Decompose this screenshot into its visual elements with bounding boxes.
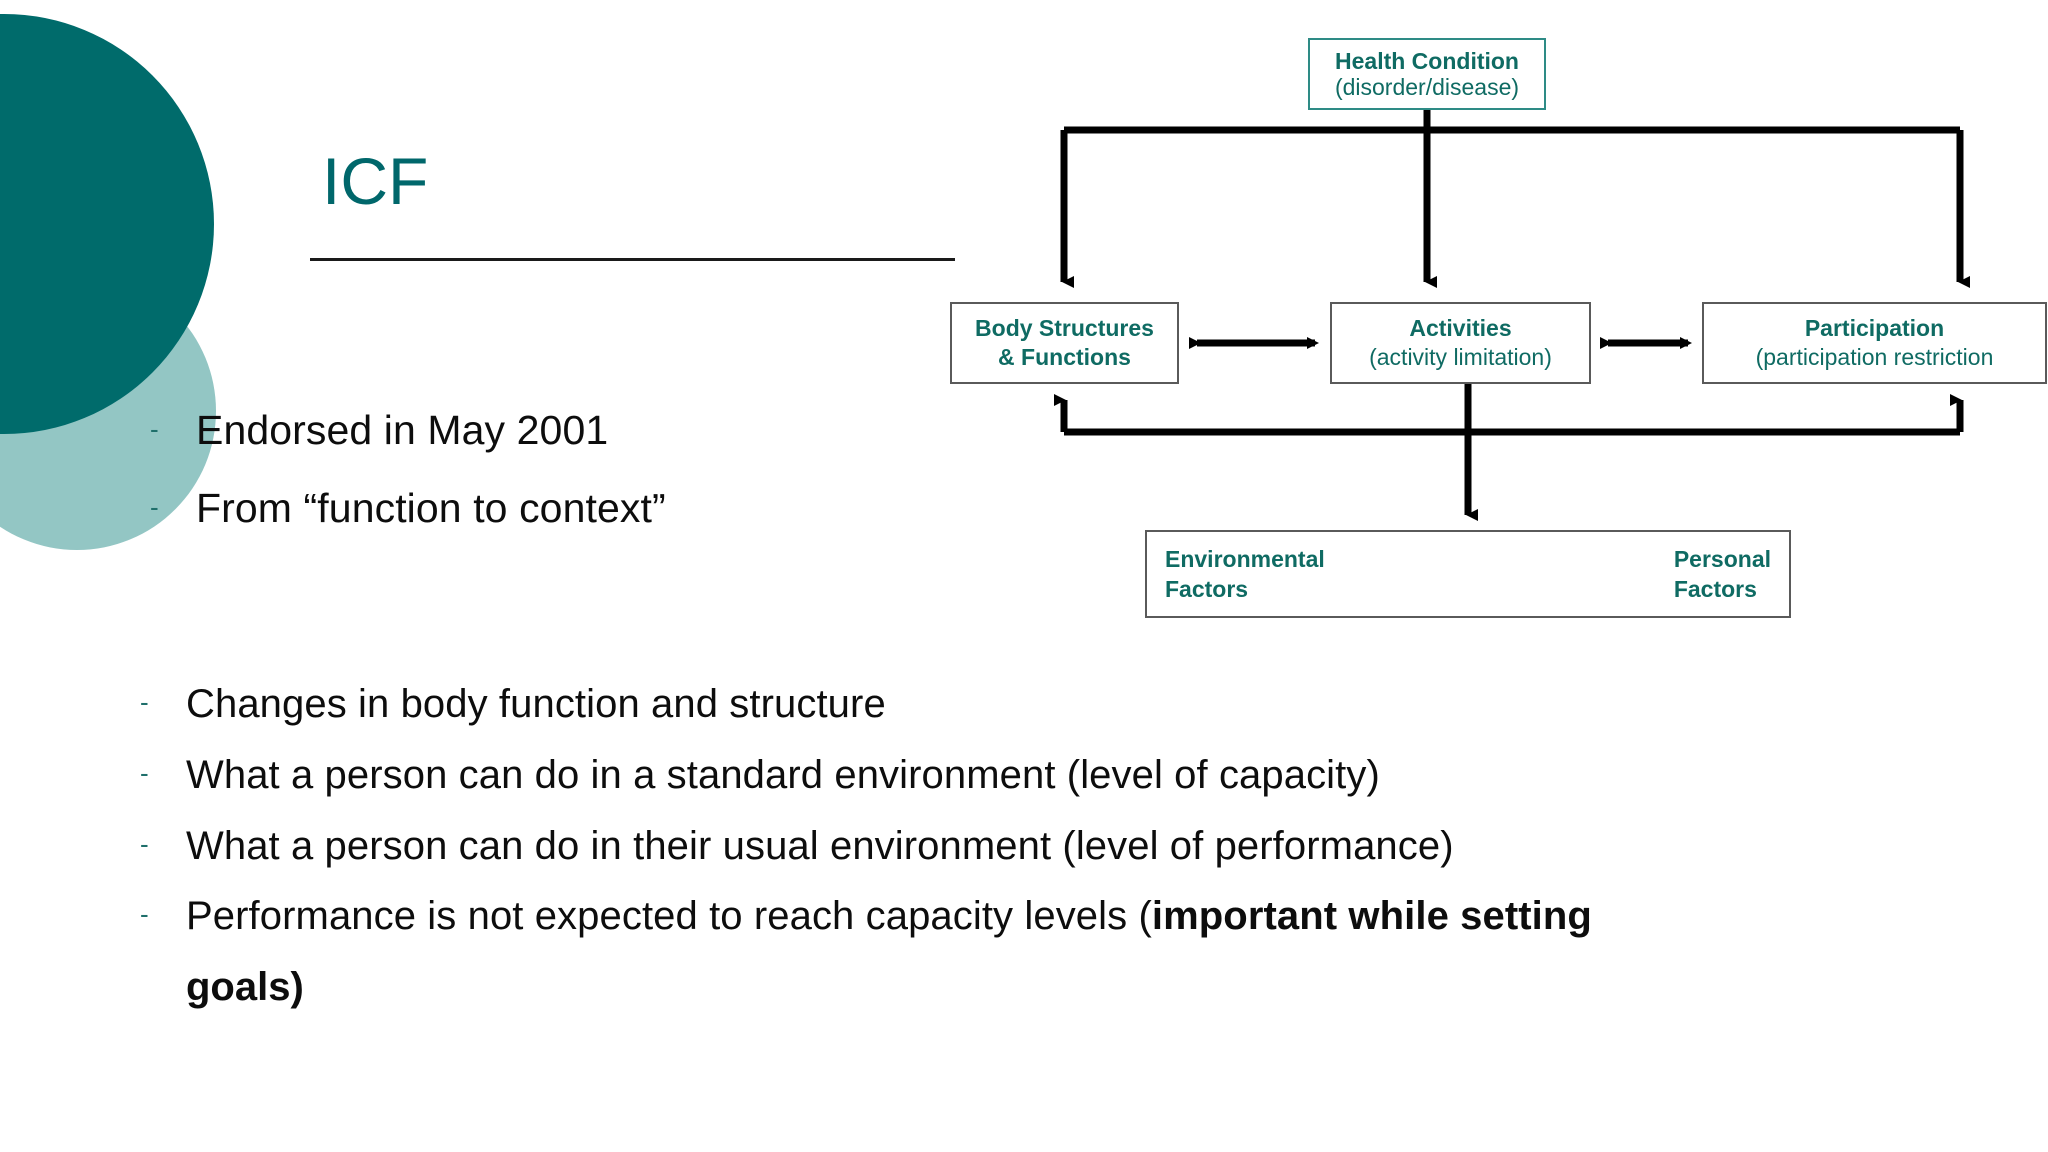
page-title: ICF <box>322 144 429 218</box>
personal-factors-line2: Factors <box>1673 576 1757 602</box>
body-structures-line1: Body Structures <box>975 314 1154 341</box>
environmental-factors-line1: Environmental <box>1165 545 1325 572</box>
bullet-text: Changes in body function and structure <box>186 682 886 726</box>
personal-factors-group: Personal Factors <box>1674 544 1771 605</box>
icf-diagram: Health Condition (disorder/disease) Body… <box>900 20 2048 640</box>
list-item: - From “function to context” <box>150 483 1250 533</box>
health-condition-subtitle: (disorder/disease) <box>1334 74 1520 100</box>
health-condition-title: Health Condition <box>1335 47 1519 74</box>
bullet-text-plain: Performance is not expected to reach cap… <box>186 894 1152 939</box>
diagram-box-activities: Activities (activity limitation) <box>1330 302 1591 384</box>
list-item: - Endorsed in May 2001 <box>150 405 1250 455</box>
bullet-dash-icon: - <box>150 414 159 444</box>
diagram-box-participation: Participation (participation restriction <box>1702 302 2047 384</box>
environmental-factors-group: Environmental Factors <box>1165 544 1325 605</box>
bullet-text: What a person can do in their usual envi… <box>186 823 1454 868</box>
diagram-box-health-condition: Health Condition (disorder/disease) <box>1308 38 1546 110</box>
personal-factors-line1: Personal <box>1673 545 1771 572</box>
title-divider <box>310 258 955 261</box>
environmental-factors-line2: Factors <box>1165 576 1249 602</box>
bullet-text: From “function to context” <box>196 485 666 532</box>
bullet-dash-icon: - <box>140 757 149 788</box>
bullet-text-bold: important while setting <box>1151 894 1592 939</box>
bullet-text: What a person can do in a standard envir… <box>186 752 1380 797</box>
activities-subtitle: (activity limitation) <box>1369 344 1552 370</box>
list-item: - What a person can do in their usual en… <box>140 822 2040 871</box>
bullet-text: Endorsed in May 2001 <box>196 407 609 453</box>
diagram-box-body-structures: Body Structures & Functions <box>950 302 1179 384</box>
bullet-dash-icon: - <box>140 828 149 859</box>
bullet-dash-icon: - <box>150 492 159 523</box>
bullet-dash-icon: - <box>140 899 149 930</box>
participation-title: Participation <box>1804 314 1945 341</box>
list-item: - Changes in body function and structure <box>140 680 2040 729</box>
activities-title: Activities <box>1409 314 1512 341</box>
bullet-text-mixed: Performance is not expected to reach cap… <box>186 892 1592 941</box>
list-item: - Performance is not expected to reach c… <box>140 892 2040 941</box>
bullet-list-top: - Endorsed in May 2001 - From “function … <box>150 405 1250 561</box>
participation-subtitle: (participation restriction <box>1755 344 1994 370</box>
diagram-box-contextual-factors: Environmental Factors Personal Factors <box>1145 530 1791 618</box>
connector-bottom-bus <box>1054 384 1964 521</box>
body-structures-line2: & Functions <box>998 344 1131 370</box>
bullet-dash-icon: - <box>140 687 149 717</box>
connector-top-bus <box>1060 110 1970 288</box>
list-item: - What a person can do in a standard env… <box>140 751 2040 800</box>
diagram-connectors <box>1054 110 1970 521</box>
bullet-list-bottom: - Changes in body function and structure… <box>140 680 2040 1012</box>
bullet-text-continuation: goals) <box>186 965 304 1010</box>
